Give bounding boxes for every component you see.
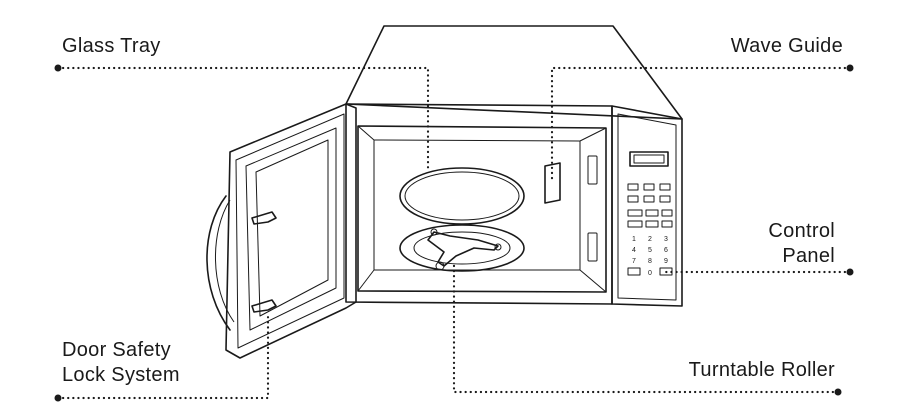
oven-cavity	[357, 125, 607, 293]
label-glass-tray: Glass Tray	[62, 35, 161, 57]
label-control-panel-line2: Panel	[782, 245, 835, 267]
control-panel-housing	[611, 105, 683, 307]
label-turntable-roller: Turntable Roller	[689, 359, 835, 381]
label-door-safety-line2: Lock System	[62, 364, 180, 386]
label-control-panel-line1: Control	[768, 220, 835, 242]
leader-door-safety	[56, 312, 270, 400]
leader-glass-tray	[56, 66, 430, 172]
door	[225, 103, 357, 359]
keypad-key: 0	[648, 270, 652, 277]
glass-tray	[399, 167, 525, 225]
leader-wave-guide	[550, 66, 852, 182]
turntable-ring	[399, 224, 525, 272]
keypad-key: 6	[664, 247, 668, 254]
door-latch-upper	[251, 211, 277, 225]
keypad-key: 3	[664, 236, 668, 243]
turntable-roller	[427, 231, 499, 267]
keypad-key: 2	[648, 236, 652, 243]
control-panel: 1 2 3 4 5 6 7 8 9 0	[627, 151, 673, 277]
door-latch-lower	[251, 299, 277, 313]
cabinet-top	[345, 25, 683, 120]
label-wave-guide: Wave Guide	[731, 35, 843, 57]
keypad-key: 7	[632, 258, 636, 265]
keypad-key: 1	[632, 236, 636, 243]
microwave-illustration: 1 2 3 4 5 6 7 8 9 0	[206, 25, 683, 359]
keypad-key: 5	[648, 247, 652, 254]
wave-guide-cover	[544, 162, 561, 204]
label-door-safety-line1: Door Safety	[62, 339, 171, 361]
keypad-key: 4	[632, 247, 636, 254]
leader-turntable-roller	[452, 260, 840, 394]
leader-lines	[54, 64, 854, 402]
cabinet-front	[345, 103, 613, 305]
display-screen	[629, 151, 669, 167]
keypad-key: 9	[664, 258, 668, 265]
keypad-key: 8	[648, 258, 652, 265]
